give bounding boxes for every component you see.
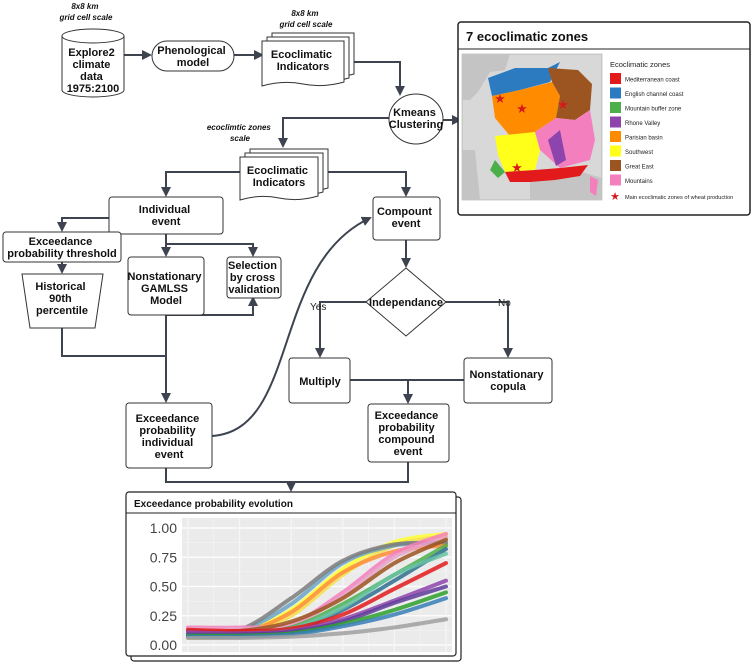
star-marker-icon: ★ [511, 160, 523, 175]
compound-event-node: Compount event [372, 196, 441, 241]
legend-swatch [610, 87, 621, 99]
scale-label-zones: ecoclimtic zones scale [207, 123, 273, 143]
france-zone-map: ★ ★ ★ ★ [461, 53, 603, 201]
chart-y-ticks: 0.00 0.25 0.50 0.75 1.00 [150, 520, 177, 653]
svg-text:Independance: Independance [369, 297, 443, 309]
legend-label: Mountains [625, 179, 653, 185]
legend-star-icon: ★ [610, 191, 620, 203]
phenological-model-node: Phenological model [151, 40, 235, 72]
svg-text:Ecoclimatic Indicators: Ecoclimatic Indicators [247, 165, 311, 189]
legend-swatch [610, 102, 621, 113]
map-panel-title: 7 ecoclimatic zones [466, 29, 588, 44]
series-line [186, 561, 448, 633]
y-tick-label: 0.50 [150, 579, 177, 595]
exceedance-compound-node: Exceedance probability compound event [367, 403, 450, 463]
star-marker-icon: ★ [557, 97, 569, 112]
legend-star-label: Main ecoclimatic zones of wheat producti… [625, 195, 733, 201]
climate-data-cylinder: Explore2 climate data 1975:2100 [61, 28, 125, 98]
svg-text:Exceedance probability: Exceedance probability individual event [136, 413, 203, 461]
ecoclimatic-indicators-grid-node: Ecoclimatic Indicators [261, 32, 355, 87]
svg-text:Exceedance probability t: Exceedance probability threshold [7, 236, 116, 260]
no-label: No [498, 298, 511, 309]
arrow-to-chart [165, 462, 409, 490]
arrow-to-compound-event [318, 171, 411, 197]
star-marker-icon: ★ [494, 91, 506, 106]
legend-swatch [610, 131, 621, 142]
svg-text:Ecoclimatic Indicators: Ecoclimatic Indicators [271, 49, 335, 73]
independance-decision-node: Independance [365, 267, 447, 337]
star-marker-icon: ★ [516, 101, 528, 116]
chart-series [186, 531, 448, 641]
svg-text:Exceedance probability: Exceedance probability compound event [375, 410, 442, 458]
exceedance-chart-panel: Exceedance probability evolution 0.00 0.2… [125, 491, 462, 662]
legend-swatch [610, 174, 621, 186]
arrow-to-cross-validation [166, 243, 258, 257]
scale-label-grid-left: 8x8 km grid cell scale [59, 2, 113, 22]
individual-event-node: Individual event [108, 196, 224, 235]
arrow-no-to-copula [446, 301, 513, 358]
series-line [186, 617, 448, 641]
arrow-individual-to-compound [211, 216, 372, 437]
y-tick-label: 0.00 [150, 637, 177, 653]
yes-label: Yes [310, 302, 326, 313]
y-tick-label: 0.75 [150, 549, 177, 565]
nonstationary-copula-node: Nonstationary copula [463, 357, 553, 404]
multiply-node: Multiply [288, 357, 351, 404]
legend-label: Parisian basin [625, 136, 663, 142]
kmeans-clustering-node: Kmeans Clustering [388, 93, 444, 145]
svg-text:Nonstationary copula: Nonstationary copula [469, 369, 546, 393]
line-historical-to-merge [61, 328, 166, 357]
y-tick-label: 0.25 [150, 608, 177, 624]
y-tick-label: 1.00 [150, 520, 177, 536]
legend-swatch [610, 73, 621, 84]
svg-text:Multiply: Multiply [299, 376, 341, 388]
legend-label: Great East [625, 165, 654, 171]
arrow-kmeans-to-zone-indicators [278, 117, 390, 148]
svg-text:Selection by cross: Selection by cross validation [228, 260, 280, 296]
historical-percentile-node: Historical 90th percentile [21, 273, 104, 329]
svg-text:Compount event: Compount event [377, 206, 435, 230]
ecoclimatic-indicators-zone-node: Ecoclimatic Indicators [239, 148, 329, 201]
arrow-to-individual-event [161, 171, 240, 197]
svg-text:Individual event: Individual event [139, 204, 193, 228]
exceedance-individual-node: Exceedance probability individual event [125, 402, 213, 469]
svg-text:Phenological model: Phenological model [157, 45, 229, 69]
ecoclimatic-zones-panel: 7 ecoclimatic zones ★ ★ ★ ★ Ecocl [457, 21, 751, 216]
legend-label: Mediterranean coast [625, 78, 680, 84]
legend-swatch [610, 145, 621, 157]
legend-label: Southwest [625, 150, 653, 156]
svg-text:Nonstationary GAMLSS: Nonstationary GAMLSS Model [127, 271, 204, 307]
svg-text:Explore2 climate d: Explore2 climate data 1975:2100 [67, 47, 120, 95]
legend-label: Rhone Valley [625, 121, 660, 127]
chart-title: Exceedance probability evolution [134, 499, 293, 510]
legend-title: Ecoclimatic zones [610, 60, 670, 69]
legend-swatch [610, 116, 621, 128]
legend-label: English channel coast [625, 92, 684, 98]
arrow-indicators-to-kmeans [344, 61, 405, 96]
legend-label: Mountain buffer zone [625, 107, 682, 113]
exceedance-threshold-node: Exceedance probability threshold [2, 231, 122, 263]
scale-label-grid-right: 8x8 km grid cell scale [279, 9, 333, 29]
cross-validation-node: Selection by cross validation [226, 256, 282, 299]
svg-text:Historical 90th pe: Historical 90th percentile [35, 281, 88, 317]
gamlss-model-node: Nonstationary GAMLSS Model [127, 256, 205, 316]
legend-swatch [610, 160, 621, 171]
arrow-yes-to-multiply [315, 301, 366, 358]
svg-text:Kmeans Clustering: Kmeans Clustering [389, 107, 443, 131]
